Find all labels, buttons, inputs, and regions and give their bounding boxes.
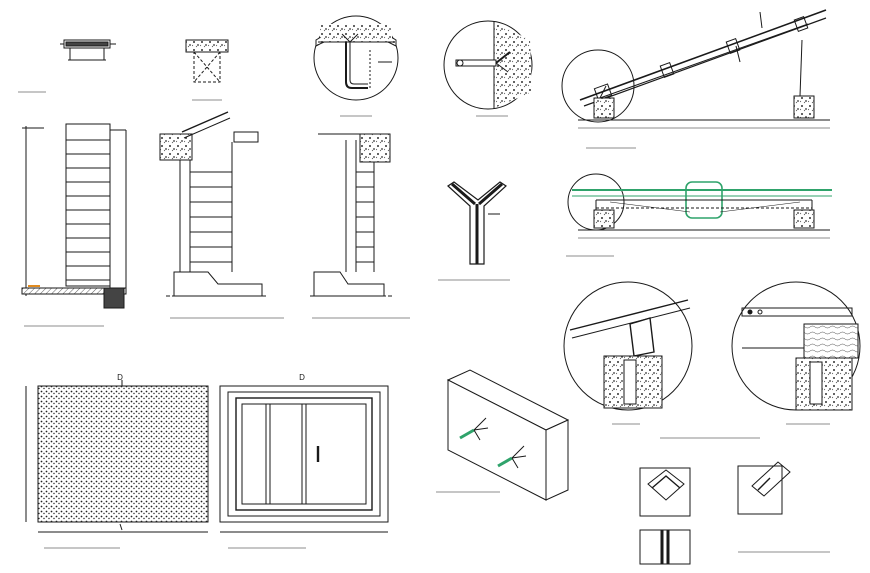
circle-detail-anchor xyxy=(313,15,399,117)
circle-detail-timber-post xyxy=(660,281,861,439)
small-section-detail-1 xyxy=(18,39,116,93)
circle-detail-rail-post xyxy=(563,281,693,425)
flat-frame-elevation xyxy=(566,173,832,257)
y-bracket-detail xyxy=(438,181,510,281)
dimension-label-b: D xyxy=(299,373,305,382)
ladder-elevation-left xyxy=(21,123,127,327)
plan-hatched-slab xyxy=(25,380,209,549)
isometric-wall-block xyxy=(436,369,570,501)
dimension-label-a: D xyxy=(117,373,123,382)
circle-detail-bolt xyxy=(443,20,533,117)
plan-window-frame xyxy=(207,385,389,549)
small-section-detail-2 xyxy=(185,39,229,101)
inclined-frame-elevation xyxy=(561,9,830,149)
connector-details-bottom xyxy=(639,461,830,565)
ladder-section-right xyxy=(310,133,410,319)
ladder-section-middle xyxy=(159,111,284,319)
